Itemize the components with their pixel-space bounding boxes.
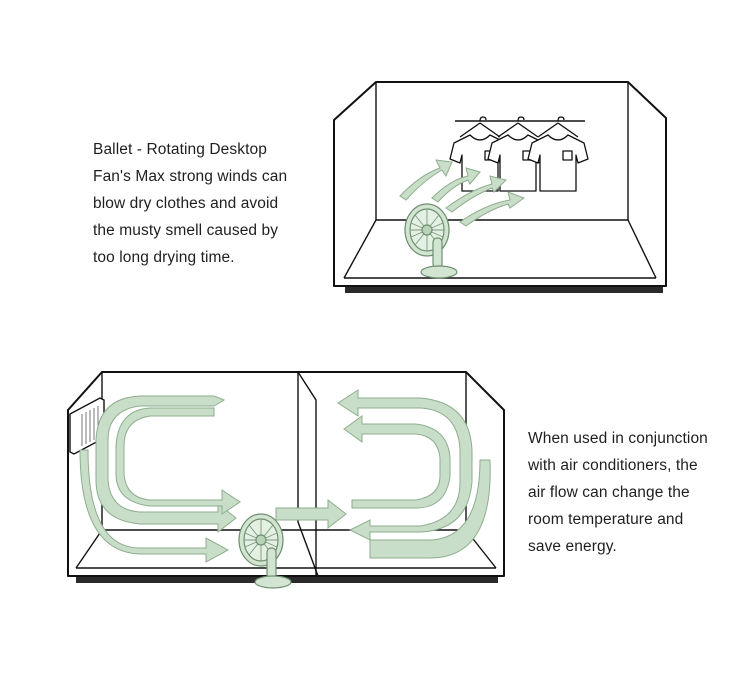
top-caption-line: Ballet - Rotating Desktop: [93, 141, 267, 158]
airflow-arrow: [115, 407, 241, 515]
room-interior-lines: [343, 82, 657, 279]
top-caption-line: the musty smell caused by: [93, 222, 279, 239]
airflow-arrow: [95, 395, 237, 534]
bottom-caption-line: save energy.: [528, 538, 617, 555]
airflow-arrow: [445, 175, 507, 213]
airflow-arrow: [431, 167, 481, 203]
top-caption-line: blow dry clothes and avoid: [93, 195, 279, 212]
top-caption-line: Fan's Max strong winds can: [93, 168, 288, 185]
bottom-caption-line: air flow can change the: [528, 484, 690, 501]
bottom-caption: When used in conjunction with air condit…: [528, 425, 714, 560]
bottom-caption-line: room temperature and: [528, 511, 684, 528]
airflow-arrow: [399, 159, 453, 201]
airflow-arrow: [275, 498, 347, 530]
airflow-arrows-top: [399, 159, 526, 227]
airflow-arrows-bottom-right: [337, 389, 491, 559]
bottom-caption-line: with air conditioners, the: [528, 457, 698, 474]
airflow-arrow: [337, 389, 473, 541]
airflow-arrow: [343, 415, 451, 509]
top-caption-line: too long drying time.: [93, 249, 235, 266]
airflow-arrow: [79, 449, 230, 563]
drying-room-diagram: [333, 81, 667, 293]
air-conditioning-room-diagram: [67, 371, 505, 589]
airflow-arrow: [369, 459, 491, 559]
room-floor-shadow: [345, 287, 663, 293]
top-caption: Ballet - Rotating Desktop Fan's Max stro…: [93, 136, 301, 271]
airflow-arrows-bottom-left: [79, 395, 347, 563]
bottom-caption-line: When used in conjunction: [528, 430, 708, 447]
airflow-arrow: [459, 191, 526, 227]
